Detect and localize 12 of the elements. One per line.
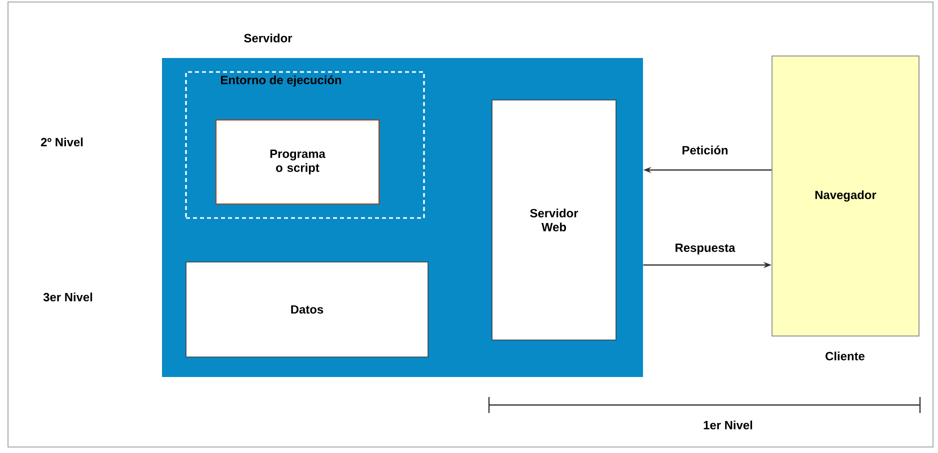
edge-label: Petición [680,144,730,156]
level-label: 3er Nivel [43,292,92,302]
box-heading: Servidor [244,34,292,42]
box-heading: Entorno de ejecución [221,75,342,87]
level-label: 2º Nivel [40,138,83,146]
program-box: Programa o script [216,120,380,204]
level-label: 1er Nivel [704,420,752,430]
browser-box: Navegador [772,56,920,336]
edge-label: Respuesta [674,242,736,256]
process-box: Servidor Web [492,100,616,340]
process-box: Datos [186,262,428,358]
box-caption: Cliente [826,352,865,360]
